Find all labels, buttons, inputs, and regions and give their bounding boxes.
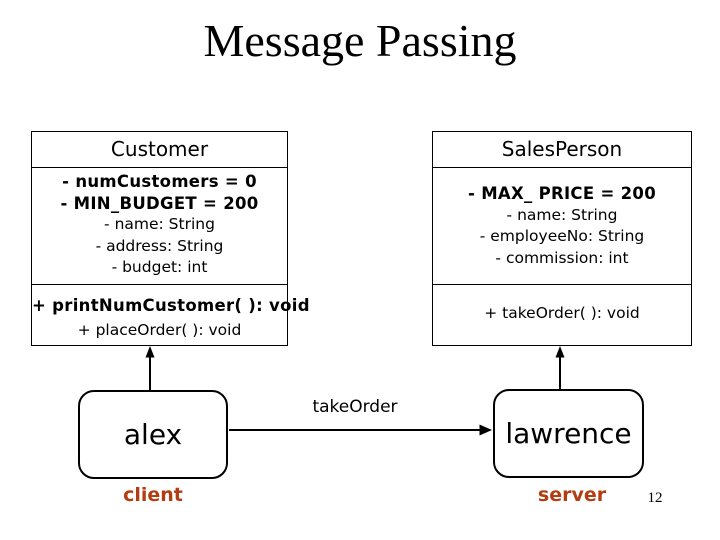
instanceof-arrow-alex-to-customer [145, 346, 155, 390]
class-methods-salesperson: + takeOrder( ): void [433, 285, 691, 325]
message-arrow-label: takeOrder [312, 397, 398, 417]
class-name-customer: Customer [32, 132, 287, 168]
method-line: + takeOrder( ): void [484, 304, 640, 322]
object-name-alex: alex [123, 418, 183, 451]
attribute-line: - numCustomers = 0 [62, 172, 257, 191]
attribute-line: - employeeNo: String [479, 227, 645, 245]
slide-title: Message Passing [203, 15, 517, 66]
page-number: 12 [647, 490, 663, 506]
attribute-line: - address: String [95, 236, 224, 255]
attribute-line: - name: String [104, 215, 215, 233]
class-methods-customer: + printNumCustomer( ): void + placeOrder… [32, 285, 310, 342]
method-line: + printNumCustomer( ): void [32, 296, 310, 315]
class-name-salesperson: SalesPerson [433, 132, 691, 168]
attribute-line: - MAX_ PRICE = 200 [468, 184, 656, 203]
object-box-alex: alex [78, 390, 228, 479]
instanceof-arrow-lawrence-to-salesperson [555, 346, 565, 389]
attribute-line: - MIN_BUDGET = 200 [60, 193, 259, 213]
object-name-lawrence: lawrence [505, 417, 632, 450]
method-line: + placeOrder( ): void [77, 321, 242, 339]
attribute-line: - budget: int [111, 258, 208, 276]
attribute-line: - commission: int [495, 248, 629, 267]
message-arrow-takeorder [229, 424, 492, 436]
class-attributes-salesperson: - MAX_ PRICE = 200 - name: String - empl… [433, 168, 691, 285]
class-box-customer: Customer - numCustomers = 0 - MIN_BUDGET… [31, 131, 310, 346]
class-box-salesperson: SalesPerson - MAX_ PRICE = 200 - name: S… [432, 131, 692, 346]
object-box-lawrence: lawrence [493, 389, 644, 478]
role-label-server: server [537, 484, 607, 506]
class-attributes-customer: - numCustomers = 0 - MIN_BUDGET = 200 - … [32, 168, 287, 285]
role-label-client: client [123, 484, 183, 506]
attribute-line: - name: String [506, 205, 618, 224]
